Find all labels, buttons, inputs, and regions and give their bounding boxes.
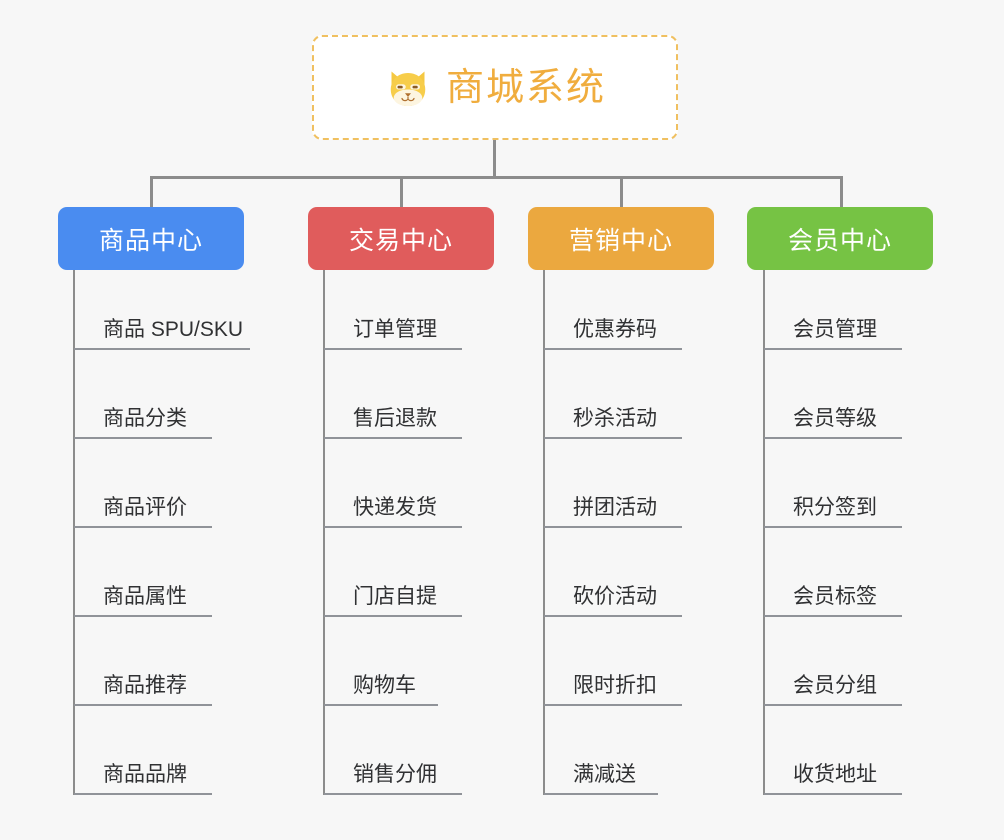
leaf-item-rule	[324, 704, 438, 706]
branch-spine	[73, 270, 75, 795]
leaf-item[interactable]: 订单管理	[323, 261, 501, 350]
leaf-item[interactable]: 会员标签	[763, 528, 941, 617]
branch-spine	[763, 270, 765, 795]
leaf-item-label: 购物车	[353, 674, 416, 697]
leaf-item-rule	[324, 348, 462, 350]
leaf-item[interactable]: 会员分组	[763, 617, 941, 706]
leaf-item[interactable]: 商品推荐	[73, 617, 251, 706]
leaf-item-label: 订单管理	[353, 318, 437, 341]
leaf-item-label: 秒杀活动	[573, 407, 657, 430]
leaf-item-rule	[74, 793, 212, 795]
leaf-item-rule	[324, 615, 462, 617]
leaf-item-rule	[764, 348, 902, 350]
leaf-item[interactable]: 快递发货	[323, 439, 501, 528]
leaf-item[interactable]: 秒杀活动	[543, 350, 721, 439]
leaf-item[interactable]: 购物车	[323, 617, 477, 706]
root-node[interactable]: 商城系统	[312, 35, 678, 140]
leaf-item-rule	[74, 526, 212, 528]
leaf-item-label: 会员标签	[793, 585, 877, 608]
leaf-item-label: 商品属性	[103, 585, 187, 608]
leaf-item[interactable]: 满减送	[543, 706, 697, 795]
leaf-item-rule	[764, 704, 902, 706]
leaf-item-label: 商品 SPU/SKU	[103, 318, 244, 341]
category-header-label: 商品中心	[98, 226, 203, 255]
leaf-item-label: 积分签到	[793, 496, 877, 519]
leaf-item-label: 限时折扣	[573, 674, 657, 697]
branch-spine	[543, 270, 545, 795]
leaf-item-label: 商品品牌	[103, 763, 187, 786]
category-header-label: 交易中心	[348, 226, 453, 255]
leaf-item-rule	[764, 793, 902, 795]
leaf-item[interactable]: 积分签到	[763, 439, 941, 528]
branch-spine	[323, 270, 325, 795]
leaf-item[interactable]: 商品分类	[73, 350, 251, 439]
leaf-item[interactable]: 会员管理	[763, 261, 941, 350]
leaf-item-label: 优惠券码	[573, 318, 657, 341]
leaf-item-label: 商品分类	[103, 407, 187, 430]
leaf-item-rule	[74, 704, 212, 706]
leaf-item[interactable]: 收货地址	[763, 706, 941, 795]
category-header-label: 会员中心	[787, 226, 892, 255]
connector-bus	[150, 176, 840, 179]
leaf-item-label: 会员管理	[793, 318, 877, 341]
leaf-item-rule	[544, 704, 682, 706]
category-header-2[interactable]: 交易中心	[308, 207, 494, 270]
leaf-item-label: 拼团活动	[573, 496, 657, 519]
leaf-item-rule	[324, 526, 462, 528]
leaf-item[interactable]: 优惠券码	[543, 261, 721, 350]
leaf-item-label: 砍价活动	[573, 585, 657, 608]
leaf-item[interactable]: 限时折扣	[543, 617, 721, 706]
leaf-item[interactable]: 砍价活动	[543, 528, 721, 617]
connector-drop	[400, 176, 403, 207]
leaf-item-label: 商品推荐	[103, 674, 187, 697]
leaf-item[interactable]: 商品评价	[73, 439, 251, 528]
leaf-item[interactable]: 会员等级	[763, 350, 941, 439]
leaf-item-label: 门店自提	[353, 585, 437, 608]
leaf-item-label: 收货地址	[793, 763, 877, 786]
leaf-item-rule	[764, 615, 902, 617]
leaf-item-rule	[764, 437, 902, 439]
leaf-item-rule	[544, 526, 682, 528]
leaf-item-label: 会员等级	[793, 407, 877, 430]
leaf-item-rule	[764, 526, 902, 528]
leaf-item-rule	[74, 348, 250, 350]
connector-drop	[840, 176, 843, 207]
leaf-item-label: 商品评价	[103, 496, 187, 519]
leaf-item-label: 快递发货	[353, 496, 437, 519]
leaf-item[interactable]: 商品品牌	[73, 706, 251, 795]
leaf-item-label: 满减送	[573, 763, 636, 786]
shiba-inu-icon	[384, 64, 432, 112]
leaf-item[interactable]: 售后退款	[323, 350, 501, 439]
connector-drop	[150, 176, 153, 207]
leaf-item-rule	[324, 793, 462, 795]
leaf-item-rule	[74, 615, 212, 617]
connector-drop	[620, 176, 623, 207]
leaf-item-rule	[324, 437, 462, 439]
category-header-1[interactable]: 商品中心	[58, 207, 244, 270]
leaf-item-rule	[544, 437, 682, 439]
root-connector-stub	[493, 140, 496, 178]
leaf-item-rule	[544, 615, 682, 617]
category-header-3[interactable]: 营销中心	[528, 207, 714, 270]
leaf-item-label: 销售分佣	[353, 763, 437, 786]
leaf-item[interactable]: 门店自提	[323, 528, 501, 617]
leaf-item-rule	[74, 437, 212, 439]
leaf-item[interactable]: 销售分佣	[323, 706, 501, 795]
leaf-item[interactable]: 商品 SPU/SKU	[73, 261, 289, 350]
leaf-item-label: 会员分组	[793, 674, 877, 697]
leaf-item[interactable]: 拼团活动	[543, 439, 721, 528]
leaf-item-label: 售后退款	[353, 407, 437, 430]
leaf-item-rule	[544, 348, 682, 350]
leaf-item[interactable]: 商品属性	[73, 528, 251, 617]
leaf-item-rule	[544, 793, 658, 795]
category-header-4[interactable]: 会员中心	[747, 207, 933, 270]
root-title: 商城系统	[445, 66, 606, 109]
category-header-label: 营销中心	[568, 226, 673, 255]
